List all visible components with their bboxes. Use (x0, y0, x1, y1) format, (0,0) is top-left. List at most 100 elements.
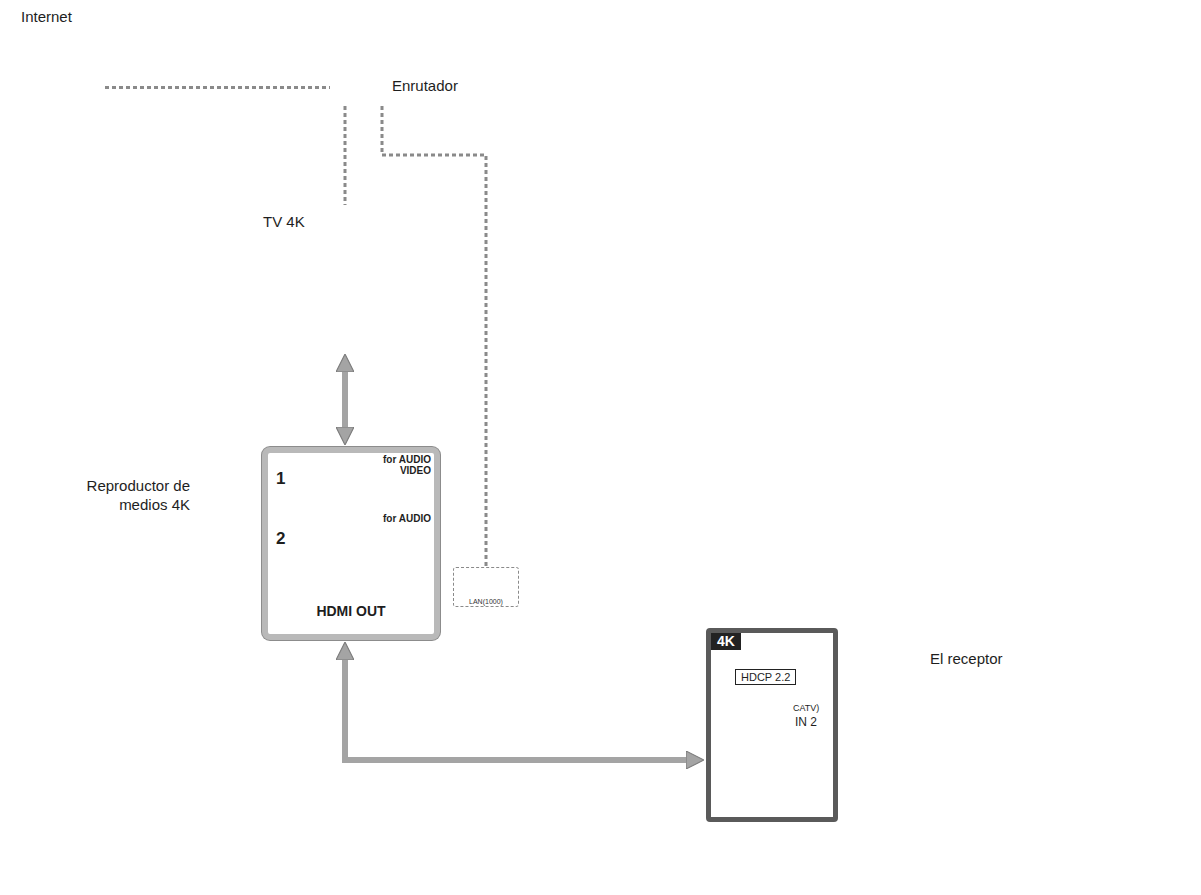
port-caption: for AUDIO VIDEO (371, 454, 431, 476)
hdmi-port-opening (723, 745, 819, 777)
hdmi-port-tongue (312, 479, 353, 485)
text-slot: Internet (21, 8, 72, 25)
speaker-terminal (1091, 722, 1101, 734)
ring-dot (743, 693, 750, 700)
globe-parallel (25, 97, 105, 98)
jack-block (1015, 760, 1025, 770)
ring-dot (719, 684, 726, 691)
hdmi-cable (342, 372, 348, 427)
router-antenna (337, 31, 342, 71)
ring-dot (725, 657, 732, 664)
port-marker (300, 516, 309, 523)
jack-block (995, 790, 1005, 800)
speaker-terminal (1006, 722, 1016, 734)
ring-dot (779, 693, 786, 700)
router: Enrutador (330, 69, 386, 106)
ring-dot (770, 657, 777, 664)
port-caption: LAN(1000) (454, 598, 518, 605)
speaker-terminal (1078, 722, 1088, 734)
rca-jack (1037, 842, 1049, 854)
port-number: 2 (276, 529, 285, 549)
speaker-terminal (1065, 722, 1075, 734)
port-marker (300, 457, 309, 464)
tv-stand-base (297, 335, 395, 348)
hdmi-port-opening (304, 533, 360, 555)
port-caption: for AUDIO (371, 513, 431, 524)
hdmi-cable (345, 660, 686, 760)
tv-stand-neck (337, 317, 355, 336)
lan-port-body (475, 572, 497, 589)
jack-block (1069, 790, 1079, 800)
text-slot: El receptor (930, 650, 1003, 667)
text-slot: Reproductor de medios 4K (65, 476, 190, 514)
speaker-terminal (1019, 722, 1029, 734)
jack-block (1103, 760, 1113, 770)
text-slot: TV 4K (263, 213, 305, 230)
ring-dot (752, 657, 759, 664)
ring-dot (806, 657, 813, 664)
panel-inner-frame (270, 455, 432, 593)
ring-dot (821, 675, 828, 682)
receiver-terminals (895, 722, 1114, 800)
ring-dot (815, 693, 822, 700)
jack-block (973, 760, 983, 770)
jack-block (1043, 760, 1053, 770)
device-label: TV 4K (263, 213, 305, 230)
receiver-foot (1108, 866, 1148, 878)
text-slot: 2 (276, 529, 285, 549)
jack-block (1083, 790, 1093, 800)
device-label: El receptor (930, 650, 1003, 667)
router-body (331, 70, 386, 106)
network-link (344, 106, 347, 205)
globe-parallel (25, 73, 105, 74)
logo-part (448, 440, 460, 448)
port-caption: CATV) (793, 703, 819, 713)
rca-jack (949, 842, 961, 854)
text-slot: 1 (276, 469, 285, 489)
ring-dot (734, 693, 741, 700)
globe-meridian (64, 48, 65, 124)
ring-dot (770, 693, 777, 700)
network-link (105, 86, 330, 89)
speaker-terminal (1104, 722, 1114, 734)
rca-jack (1125, 842, 1137, 854)
rca-jack (1015, 842, 1027, 854)
tv-screen (256, 206, 436, 321)
text-slot: for AUDIO (371, 513, 431, 524)
text-slot: for AUDIO VIDEO (371, 454, 431, 476)
rca-jack (1103, 842, 1115, 854)
globe-meridian (53, 50, 77, 122)
ring-dot (788, 693, 795, 700)
lan-port-box: LAN(1000) (453, 567, 519, 607)
lan-port-jack (480, 576, 492, 585)
hdmi-out-panel: 1 for AUDIO VIDEO 2 for AUDIO HDMI OUT (262, 447, 440, 640)
ring-dot (725, 693, 732, 700)
speaker-terminal (908, 722, 918, 734)
ring-dot (761, 657, 768, 664)
ring-dot (752, 693, 759, 700)
ring-dot (788, 657, 795, 664)
port-caption: IN 2 (795, 715, 817, 729)
port-marker (725, 719, 735, 727)
globe-disc (29, 50, 101, 122)
globe-grid (25, 48, 105, 124)
text-slot: HDMI OUT (268, 603, 434, 619)
rca-jack (861, 842, 873, 854)
rca-jack (927, 842, 939, 854)
rca-jack (1059, 842, 1071, 854)
ring-dot (821, 666, 828, 673)
ring-dot (797, 657, 804, 664)
ring-dot (719, 666, 726, 673)
hdmi-port-shell (298, 467, 366, 501)
hdmi-port-tongue (312, 539, 353, 545)
jack-block (959, 760, 969, 770)
text-slot: 4K (711, 633, 741, 650)
tv-4k: TV 4K (255, 205, 437, 352)
jack-block (1009, 790, 1019, 800)
globe-parallel (25, 109, 105, 110)
jack-block (1029, 760, 1039, 770)
globe-meridian (40, 50, 90, 122)
av-receiver: El receptor4KHDCP 2.2CATV)IN 2 (745, 698, 1170, 880)
